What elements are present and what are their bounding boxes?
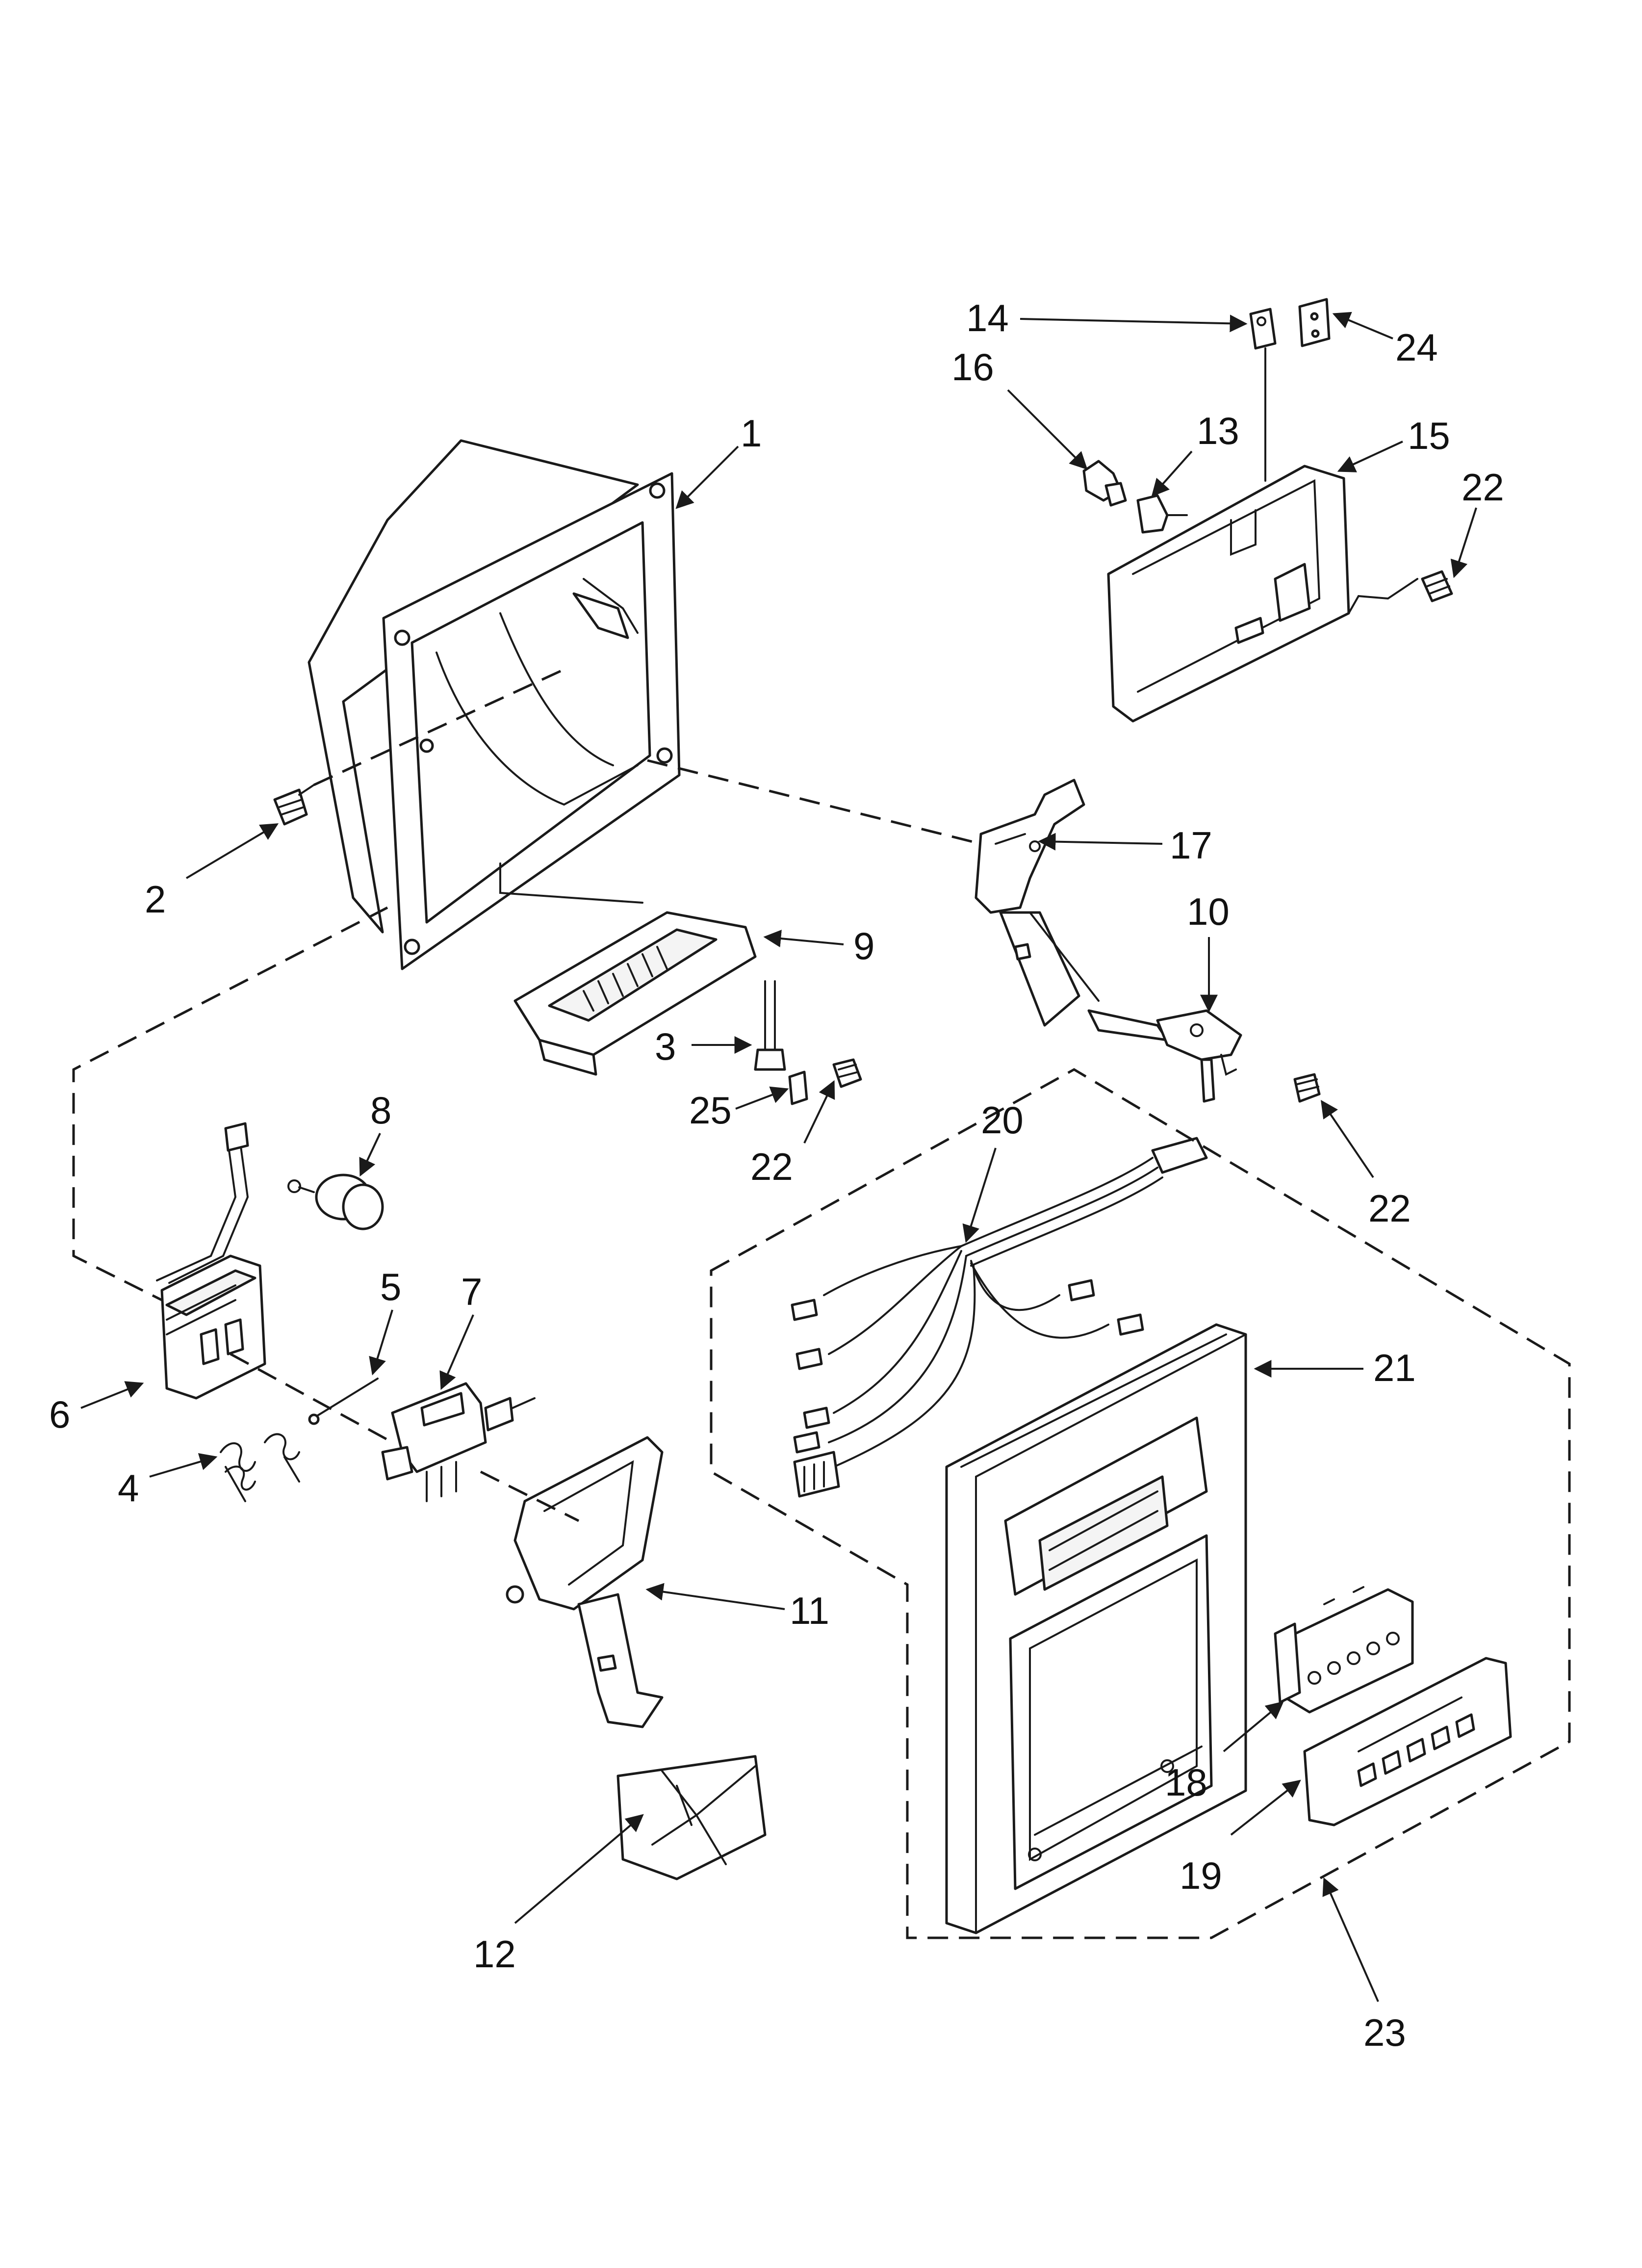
callout-1: 1 (741, 412, 762, 455)
part-24-insulator (1298, 298, 1331, 347)
callout-12: 12 (473, 1932, 516, 1976)
part-14-switch (1249, 308, 1277, 482)
callout-10: 10 (1187, 890, 1230, 933)
callout-22-lower-right: 22 (1368, 1187, 1411, 1230)
callout-14: 14 (966, 296, 1009, 339)
callout-7: 7 (461, 1270, 482, 1313)
callout-2: 2 (145, 878, 166, 921)
callout-21: 21 (1373, 1346, 1416, 1389)
callout-22-center: 22 (750, 1145, 793, 1188)
callout-22-upper-right: 22 (1462, 466, 1504, 509)
callout-25: 25 (689, 1089, 732, 1132)
part-12-funnel (616, 1755, 767, 1880)
callout-18: 18 (1165, 1761, 1207, 1804)
callout-leaders (80, 312, 1477, 2002)
part-1-dispenser-housing (308, 439, 681, 970)
part-8-solenoid-capacitor (287, 1173, 384, 1230)
alignment-line-housing-lever (647, 759, 981, 845)
callout-5: 5 (380, 1265, 401, 1308)
part-6-dispenser-motor (156, 1122, 266, 1400)
callout-24: 24 (1395, 326, 1438, 369)
callout-16: 16 (951, 345, 994, 389)
part-22-screw-upper-right (1421, 570, 1453, 602)
part-22-screw-center (832, 1058, 862, 1088)
assembly-23-boundary (710, 1068, 1571, 1939)
part-21-front-panel (945, 1323, 1247, 1934)
callout-13: 13 (1197, 409, 1239, 452)
callout-23: 23 (1363, 2011, 1406, 2054)
alignment-line-solenoid-paddle (480, 1470, 580, 1522)
part-7-solenoid (381, 1382, 536, 1502)
part-10-actuator (1087, 1009, 1242, 1103)
callout-4: 4 (118, 1466, 139, 1510)
part-13-socket (1136, 494, 1188, 534)
part-17-lever (975, 779, 1085, 1027)
part-20-wire-harness (791, 1137, 1208, 1498)
callout-9: 9 (853, 924, 874, 967)
callout-6: 6 (49, 1393, 70, 1436)
part-4-springs (220, 1433, 300, 1502)
callout-8: 8 (370, 1089, 391, 1132)
part-9-grille (513, 911, 757, 1076)
part-18-control-board (1274, 1586, 1414, 1714)
part-19-control-overlay (1303, 1657, 1512, 1826)
part-15-light-housing (1107, 465, 1418, 723)
callout-19: 19 (1180, 1854, 1222, 1897)
callout-11: 11 (790, 1589, 829, 1632)
alignment-line-screw (313, 666, 570, 786)
part-25-pad (788, 1070, 808, 1105)
part-16-bulb (1082, 460, 1127, 507)
part-2-screw (273, 784, 315, 826)
part-3-spring-clip (754, 980, 786, 1071)
callout-15: 15 (1408, 414, 1450, 457)
callout-labels: 1 2 3 4 5 6 7 8 9 10 11 12 13 14 15 16 1… (49, 296, 1504, 2054)
part-5-pin (308, 1378, 379, 1425)
part-11-ice-chute-paddle (506, 1436, 664, 1728)
callout-20: 20 (981, 1098, 1024, 1142)
callout-3: 3 (655, 1025, 676, 1068)
alignment-line-harness-arm (1029, 912, 1100, 1002)
part-22-screw-lower-right (1293, 1073, 1321, 1103)
callout-17: 17 (1170, 824, 1212, 867)
alignment-line-housing-motor (72, 906, 388, 1302)
